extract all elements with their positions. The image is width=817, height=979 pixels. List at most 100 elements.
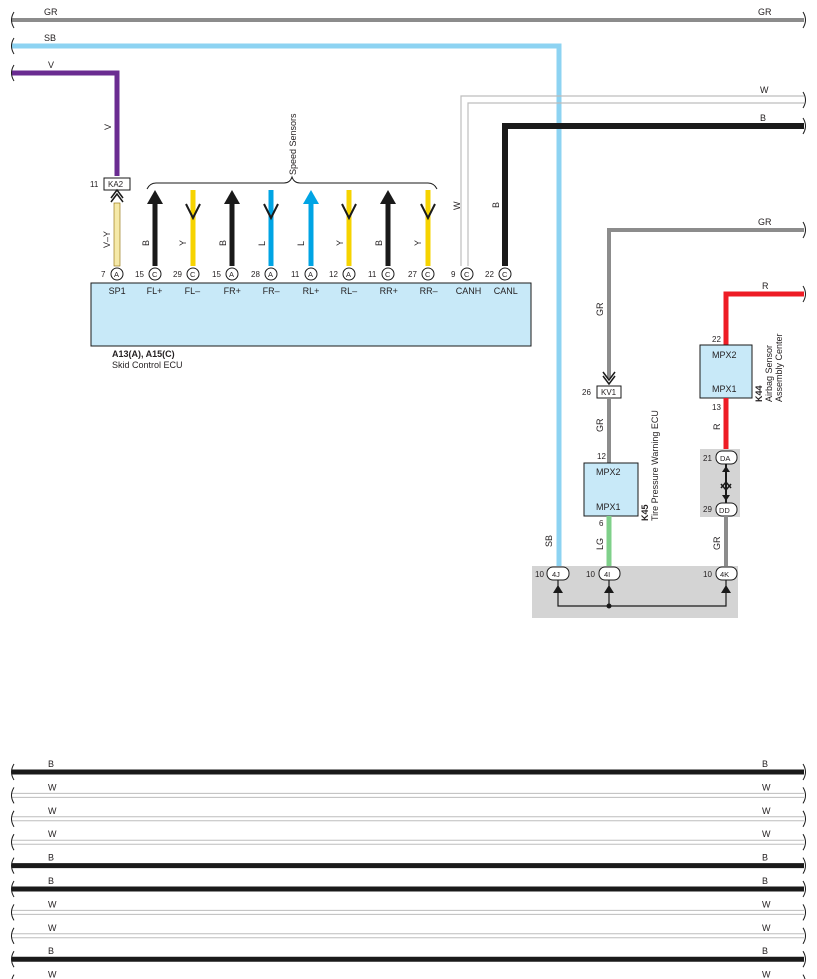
pin-label: RL+ (303, 286, 320, 296)
speed-sensors-group: Speed Sensors (146, 113, 438, 190)
pin-number: 9 (451, 270, 456, 279)
pin-connector: C (190, 270, 196, 279)
wire-w (460, 95, 804, 266)
airbag-code: K44 (754, 385, 764, 402)
sensor-wires: B Y B L L Y B Y (141, 190, 436, 266)
ka2-pin-number: 11 (90, 180, 99, 189)
skid-ecu-name: Skid Control ECU (112, 360, 183, 370)
pin-number: 7 (101, 270, 106, 279)
pin-label: CANL (494, 286, 518, 296)
junction-connector: SB 10 4J 10 4I 10 4K (532, 535, 738, 618)
airbag-mpx1-label: MPX1 (712, 384, 737, 394)
bottom-wire-label-left: B (48, 876, 54, 886)
wire-label-gr-vert2: GR (595, 418, 605, 432)
pin-connector: C (464, 270, 470, 279)
junction-conn-2: 4I (604, 570, 610, 579)
pin-label: FL+ (147, 286, 163, 296)
wire-label-gr-airbag: GR (712, 536, 722, 550)
wire-label-gr-left: GR (44, 7, 58, 17)
pin-number: 12 (329, 270, 338, 279)
pin-number: 22 (485, 270, 494, 279)
wire-label-gr-right: GR (758, 217, 772, 227)
sensor-wire-label: B (141, 240, 151, 246)
kv1-pin-number: 26 (582, 388, 591, 397)
break-mark (802, 221, 806, 239)
bottom-wire-label-right: W (762, 970, 771, 979)
wire-label-b-right: B (760, 113, 766, 123)
wire-label-sb-vert: SB (544, 535, 554, 547)
junction-pin-3: 10 (703, 570, 712, 579)
pin-label: FR– (263, 286, 280, 296)
sensor-wire-label: L (296, 241, 306, 246)
airbag-name-2: Assembly Center (774, 333, 784, 402)
pin-connector: C (502, 270, 508, 279)
bottom-wire-label-left: B (48, 853, 54, 863)
junction-pin-2: 10 (586, 570, 595, 579)
pin-connector: A (346, 270, 351, 279)
pin-number: 11 (368, 270, 377, 279)
ecu-pin-canl: 22 C CANL (485, 267, 518, 296)
pin-label: SP1 (109, 286, 126, 296)
sensor-wire-label: Y (413, 240, 423, 246)
ka2-label: KA2 (108, 180, 124, 189)
bottom-wire-label-left: B (48, 946, 54, 956)
bottom-wire-label-left: W (48, 829, 57, 839)
pin-connector: A (114, 270, 119, 279)
bottom-wire-label-right: B (762, 759, 768, 769)
wire-label-v-vert: V (103, 124, 113, 130)
bottom-wire-label-right: B (762, 946, 768, 956)
pin-number: 15 (212, 270, 221, 279)
pin-connector: A (268, 270, 273, 279)
sensor-wire-label: Y (178, 240, 188, 246)
tpw-mpx1-pin: 6 (599, 519, 604, 528)
dd-label: DD (719, 506, 730, 515)
airbag-name-1: Airbag Sensor (764, 345, 774, 402)
airbag-mpx1-pin: 13 (712, 403, 721, 412)
wire-label-w-right: W (760, 85, 769, 95)
sensor-wire-label: L (257, 241, 267, 246)
tpw-ecu-code: K45 (640, 504, 650, 521)
pin-connector: C (385, 270, 391, 279)
break-mark (802, 91, 806, 109)
sensor-wire-label: B (218, 240, 228, 246)
bottom-wire-label-left: W (48, 899, 57, 909)
bottom-wire-label-right: B (762, 853, 768, 863)
pin-label: RR– (420, 286, 438, 296)
wire-sb (12, 43, 562, 567)
wire-b-can (502, 123, 804, 266)
bottom-wire-label-right: W (762, 782, 771, 792)
break-mark (802, 285, 806, 303)
pin-number: 27 (408, 270, 417, 279)
sensor-wire-label: Y (335, 240, 345, 246)
break-mark (802, 117, 806, 135)
junction-pin-1: 10 (535, 570, 544, 579)
pin-number: 28 (251, 270, 260, 279)
wire-label-b-vert: B (491, 202, 501, 208)
bottom-wire-label-left: W (48, 782, 57, 792)
pin-connector: C (152, 270, 158, 279)
pin-connector: A (308, 270, 313, 279)
wire-label-w-vert: W (452, 201, 462, 210)
top-wires: GR GR SB V V W W B B (11, 7, 806, 567)
ecu-pin-fr-: 28 A FR– (251, 267, 280, 296)
dd-pin: 29 (703, 505, 712, 514)
bottom-wire-label-right: B (762, 876, 768, 886)
wire-v (12, 70, 120, 176)
pin-label: CANH (456, 286, 482, 296)
bottom-wire-label-left: W (48, 806, 57, 816)
